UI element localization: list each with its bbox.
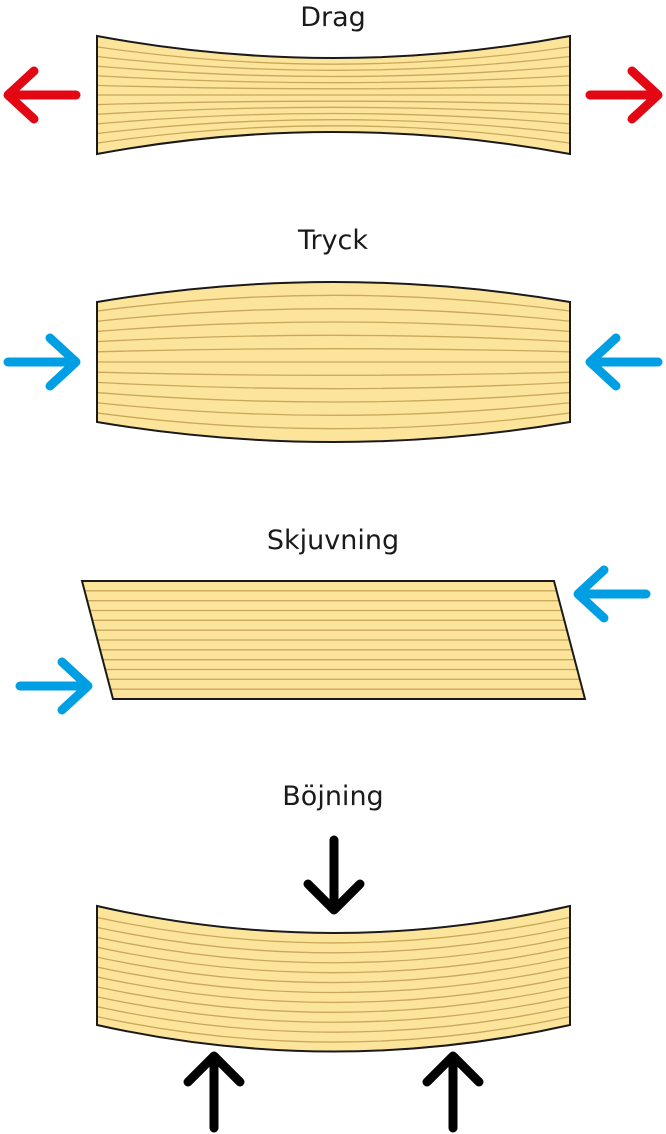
grain-line: [97, 45, 570, 65]
grain-line: [97, 112, 570, 126]
arrow-left-blue: [585, 333, 663, 391]
label-tryck: Tryck: [297, 225, 369, 256]
grain-line: [97, 100, 570, 106]
grain-line: [97, 371, 570, 376]
grain-line: [97, 294, 570, 313]
grain-line: [97, 391, 570, 403]
grain-line: [97, 334, 570, 343]
grain-line: [97, 106, 570, 116]
grain-line: [97, 954, 570, 984]
grain-lines: [97, 915, 570, 1043]
grain-line: [97, 64, 570, 78]
grain-line: [97, 964, 570, 994]
grain-lines: [97, 294, 570, 430]
grain-line: [97, 915, 570, 944]
arrow-left-blue-top: [573, 565, 651, 623]
block-outline: [96, 904, 571, 1053]
grain-line: [97, 974, 570, 1004]
arrow-up-black-left: [183, 1051, 245, 1133]
grain-line: [97, 925, 570, 954]
grain-line: [97, 381, 570, 390]
label-drag: Drag: [300, 2, 366, 33]
grain-line: [97, 55, 570, 71]
grain-lines: [82, 590, 585, 690]
grain-line: [97, 348, 570, 353]
grain-line: [97, 1004, 570, 1033]
grain-line: [97, 935, 570, 964]
label-bojning: Böjning: [282, 781, 384, 812]
grain-line: [97, 308, 570, 323]
arrow-right-red: [585, 66, 663, 124]
arrow-left-red: [3, 66, 81, 124]
grain-line: [97, 84, 570, 90]
arrow-up-black-right: [422, 1051, 484, 1133]
arrow-right-blue-bottom: [15, 657, 93, 715]
block-outline: [96, 34, 571, 156]
label-skjuvning: Skjuvning: [266, 525, 400, 556]
grain-line: [97, 401, 570, 416]
grain-line: [97, 945, 570, 974]
grain-line: [97, 1014, 570, 1043]
grain-line: [97, 984, 570, 1013]
grain-line: [97, 119, 570, 135]
grain-line: [97, 994, 570, 1023]
grain-line: [97, 74, 570, 84]
wood-block-tryck: [96, 281, 571, 443]
wood-block-bojning: [96, 904, 571, 1053]
grain-lines: [97, 45, 570, 145]
arrow-down-black: [303, 835, 365, 915]
grain-line: [97, 125, 570, 145]
block-outline: [80, 580, 587, 700]
grain-line: [97, 411, 570, 430]
arrow-right-blue: [3, 333, 81, 391]
block-fill: [97, 906, 570, 1052]
grain-line: [97, 321, 570, 333]
wood-block-skjuvning: [80, 580, 587, 700]
wood-block-drag: [96, 34, 571, 156]
block-outline: [96, 281, 571, 443]
